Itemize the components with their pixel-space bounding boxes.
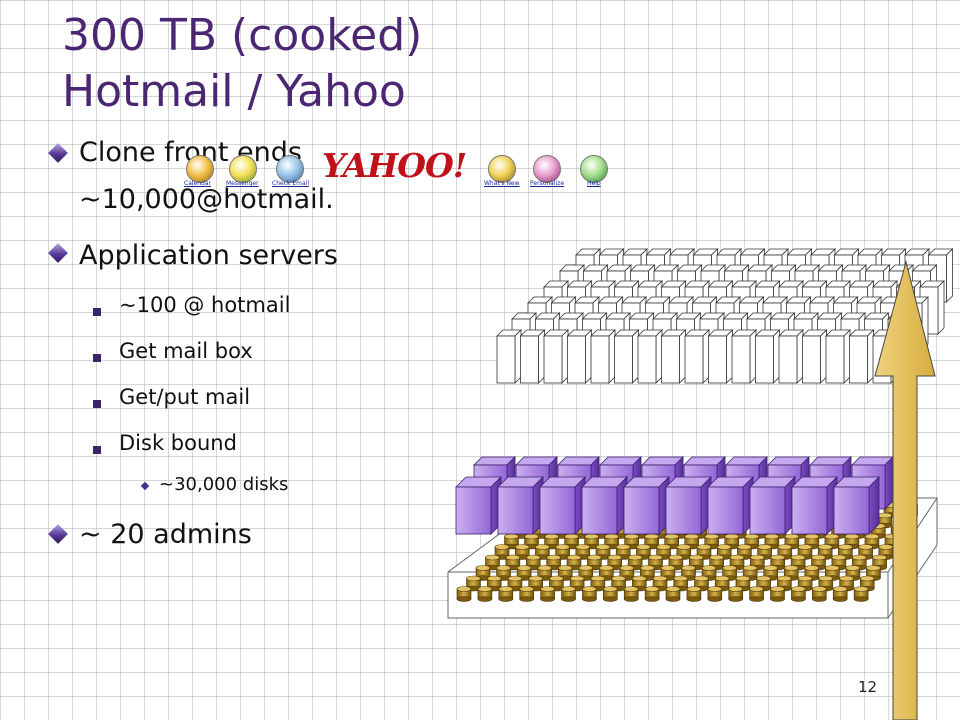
yahoo-logo[interactable]: YAHOO! [322, 146, 467, 185]
disk-icon [540, 586, 555, 602]
front-end-server-icon [778, 329, 804, 384]
disk-icon [582, 586, 597, 602]
front-end-server-icon [707, 329, 734, 384]
toolbar-label-help[interactable]: Help [587, 180, 601, 187]
bullet-application-servers: Application servers [79, 240, 338, 271]
front-end-server-icon [660, 329, 687, 384]
disk-icon [791, 586, 806, 602]
front-end-server-icon [613, 329, 640, 384]
disk-icon [587, 554, 602, 571]
front-end-server-icon [731, 329, 757, 384]
title-line-2: Hotmail / Yahoo [62, 66, 406, 117]
storage-server-icon [707, 476, 754, 535]
disk-icon [519, 586, 535, 602]
storage-server-icon [581, 476, 628, 535]
square-bullet-icon [93, 308, 101, 316]
disk-icon [611, 575, 626, 592]
email-icon[interactable] [276, 155, 304, 183]
disk-icon [486, 575, 502, 592]
front-end-server-icon [825, 329, 851, 384]
bullet-hotmail-servers: ~100 @ hotmail [119, 293, 291, 317]
disk-icon [707, 586, 723, 602]
disk-icon [811, 586, 827, 602]
bullet-disk-count: ~30,000 disks [159, 474, 289, 495]
square-bullet-icon [93, 354, 101, 362]
disk-icon [555, 544, 570, 560]
front-end-server-icon [566, 329, 593, 384]
disk-icon [498, 586, 514, 602]
front-end-rack [496, 248, 954, 384]
bullet-admins: ~ 20 admins [79, 519, 252, 550]
toolbar-label-calendar[interactable]: Calendar [184, 180, 211, 187]
bullet-disk-bound: Disk bound [119, 431, 237, 455]
toolbar-label-check-email[interactable]: Check Email [272, 180, 310, 187]
title-line-1: 300 TB (cooked) [62, 10, 423, 61]
whats-new-icon[interactable] [488, 155, 516, 183]
messenger-icon[interactable] [229, 155, 257, 183]
storage-server-icon [497, 476, 544, 535]
page-number: 12 [858, 678, 878, 696]
front-end-server-icon [496, 329, 522, 384]
disk-icon [456, 586, 472, 602]
disk-icon [496, 565, 511, 581]
disk-icon [749, 586, 764, 602]
calendar-icon[interactable] [186, 155, 214, 183]
storage-server-icon [623, 476, 670, 535]
front-end-server-icon [684, 329, 710, 384]
storage-server-icon [833, 476, 880, 535]
disk-icon [688, 554, 704, 571]
storage-server-icon [455, 476, 502, 535]
front-end-server-icon [637, 329, 663, 384]
disk-icon [544, 533, 559, 550]
bullet-get-put-mail: Get/put mail [119, 385, 251, 409]
storage-server-icon [539, 476, 586, 535]
toolbar-label-personalize[interactable]: Personalize [530, 180, 565, 187]
front-end-server-icon [519, 329, 546, 384]
disk-icon [602, 586, 618, 602]
storage-server-icon [749, 476, 796, 535]
storage-server-icon [791, 476, 838, 535]
up-arrow [874, 260, 936, 720]
front-end-server-icon [754, 329, 781, 384]
disk-icon [665, 586, 681, 602]
storage-server-row [455, 456, 894, 535]
square-bullet-icon [93, 446, 101, 454]
disk-icon [644, 586, 660, 602]
front-end-server-icon [543, 329, 569, 384]
disk-icon [770, 586, 785, 602]
help-icon[interactable] [580, 155, 608, 183]
toolbar-label-whats-new[interactable]: What's New [484, 180, 520, 187]
disk-icon [516, 565, 532, 581]
disk-icon [561, 586, 576, 602]
disk-icon [623, 586, 639, 602]
front-end-server-icon [848, 329, 875, 384]
front-end-server-icon [590, 329, 616, 384]
slide-title: 300 TB (cooked) Hotmail / Yahoo [62, 8, 422, 120]
storage-server-icon [665, 476, 712, 535]
disk-icon [557, 565, 573, 581]
personalize-icon[interactable] [533, 155, 561, 183]
disk-icon [477, 586, 493, 602]
bullet-get-mail-box: Get mail box [119, 339, 253, 363]
square-bullet-icon [93, 400, 101, 408]
bullet-hotmail-count: ~10,000@hotmail. [79, 184, 334, 215]
front-end-server-icon [801, 329, 828, 384]
disk-icon [832, 586, 848, 602]
disk-icon [853, 586, 869, 602]
disk-icon [728, 586, 744, 602]
toolbar-label-messenger[interactable]: Messenger [226, 180, 259, 187]
disk-icon [686, 586, 702, 602]
